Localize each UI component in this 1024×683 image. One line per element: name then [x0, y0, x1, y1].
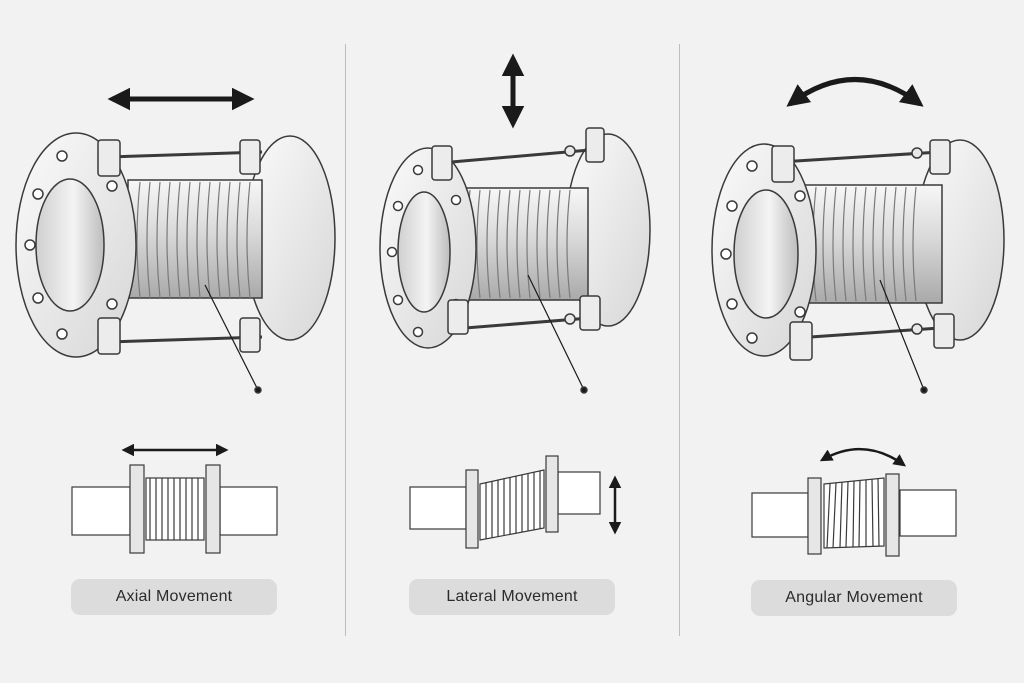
curved-double-arrow-icon	[786, 77, 924, 107]
isometric-expansion-joint	[15, 132, 336, 394]
curved-double-arrow-icon	[819, 448, 907, 467]
isometric-expansion-joint	[379, 127, 651, 394]
angular-movement-label: Angular Movement	[751, 580, 957, 616]
schematic-angular	[751, 448, 957, 557]
axial-movement-label: Axial Movement	[71, 579, 277, 615]
panel-divider	[679, 44, 680, 636]
schematic-lateral	[409, 455, 622, 549]
schematic-axial	[71, 443, 278, 554]
isometric-expansion-joint	[711, 139, 1005, 394]
panel-angular	[711, 77, 1005, 557]
panel-divider	[345, 44, 346, 636]
panel-lateral	[379, 53, 651, 549]
lateral-movement-label: Lateral Movement	[409, 579, 615, 615]
panel-axial	[15, 87, 336, 554]
